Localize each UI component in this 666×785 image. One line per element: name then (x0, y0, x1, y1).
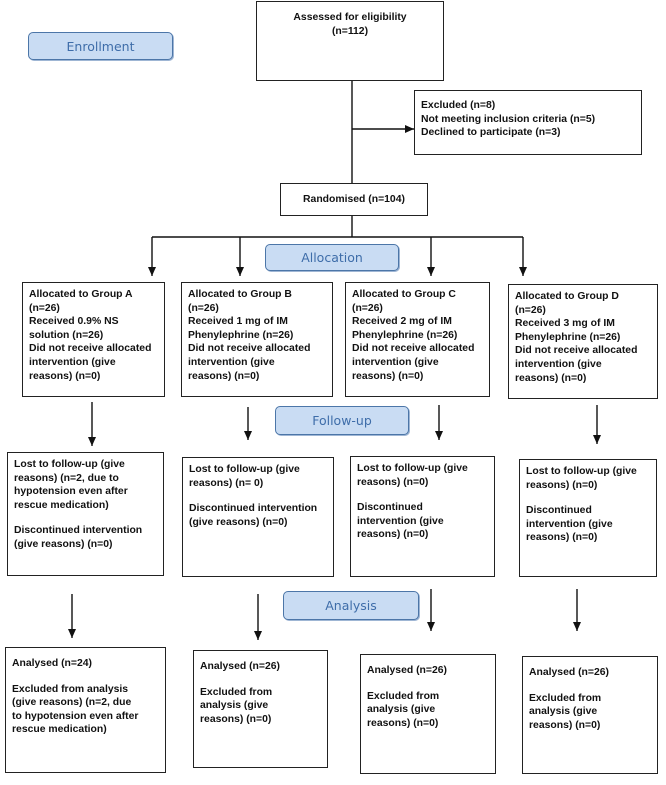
analysis-box-group-b: Analysed (n=26) Excluded from analysis (… (193, 650, 328, 768)
followup-lost-group-c: Lost to follow-up (give reasons) (n=0) (357, 463, 468, 488)
analysed-count-group-a: Analysed (n=24) (12, 658, 92, 669)
allocation-box-group-d: Allocated to Group D (n=26) Received 3 m… (508, 284, 658, 399)
followup-discontinued-group-a: Discontinued intervention (give reasons)… (14, 525, 143, 550)
assessed-count: (n=112) (331, 25, 369, 37)
stage-allocation: Allocation (265, 244, 399, 271)
stage-followup: Follow-up (275, 406, 409, 435)
analysis-box-group-d: Analysed (n=26) Excluded from analysis (… (522, 656, 658, 774)
allocation-box-group-a: Allocated to Group A (n=26) Received 0.9… (22, 282, 165, 397)
analysis-excluded-group-b: Excluded from analysis (give reasons) (n… (200, 686, 273, 725)
randomised-label: Randomised (n=104) (303, 194, 405, 205)
analysed-count-group-c: Analysed (n=26) (367, 665, 447, 676)
stage-analysis: Analysis (283, 591, 419, 620)
allocation-box-group-b: Allocated to Group B (n=26) Received 1 m… (181, 282, 333, 397)
excluded-total: Excluded (n=8) (421, 100, 496, 111)
allocation-box-group-c: Allocated to Group C (n=26) Received 2 m… (345, 282, 490, 397)
analysis-box-group-c: Analysed (n=26) Excluded from analysis (… (360, 654, 496, 774)
excluded-declined: Declined to participate (n=3) (421, 127, 561, 139)
randomised-box: Randomised (n=104) (280, 183, 428, 216)
allocation-text-group-c: Allocated to Group C (n=26) Received 2 m… (352, 289, 475, 382)
followup-box-group-a: Lost to follow-up (give reasons) (n=2, d… (7, 452, 164, 576)
followup-box-group-b: Lost to follow-up (give reasons) (n= 0) … (182, 457, 334, 577)
analysed-count-group-d: Analysed (n=26) (529, 667, 609, 678)
stage-enrollment: Enrollment (28, 32, 173, 60)
allocation-text-group-d: Allocated to Group D (n=26) Received 3 m… (515, 291, 638, 384)
analysis-box-group-a: Analysed (n=24) Excluded from analysis (… (5, 647, 166, 773)
followup-lost-group-d: Lost to follow-up (give reasons) (n=0) (526, 466, 637, 491)
followup-discontinued-group-d: Discontinued intervention (give reasons)… (526, 505, 613, 544)
allocation-text-group-b: Allocated to Group B (n=26) Received 1 m… (188, 289, 311, 382)
allocation-text-group-a: Allocated to Group A (n=26) Received 0.9… (29, 289, 152, 382)
followup-lost-group-a: Lost to follow-up (give reasons) (n=2, d… (14, 459, 128, 511)
assessed-box: Assessed for eligibility (n=112) (256, 1, 444, 81)
analysis-excluded-group-a: Excluded from analysis (give reasons) (n… (12, 683, 139, 736)
excluded-criteria: Not meeting inclusion criteria (n=5) (421, 113, 596, 125)
followup-discontinued-group-c: Discontinued intervention (give reasons)… (357, 502, 444, 541)
followup-lost-group-b: Lost to follow-up (give reasons) (n= 0) (189, 464, 300, 489)
analysis-excluded-group-d: Excluded from analysis (give reasons) (n… (529, 692, 602, 731)
analysed-count-group-b: Analysed (n=26) (200, 661, 280, 672)
analysis-excluded-group-c: Excluded from analysis (give reasons) (n… (367, 690, 440, 729)
followup-discontinued-group-b: Discontinued intervention (give reasons)… (189, 503, 318, 528)
followup-box-group-c: Lost to follow-up (give reasons) (n=0) D… (350, 456, 495, 577)
excluded-box: Excluded (n=8) Not meeting inclusion cri… (414, 90, 642, 155)
followup-box-group-d: Lost to follow-up (give reasons) (n=0) D… (519, 459, 657, 577)
assessed-title: Assessed for eligibility (293, 12, 407, 23)
